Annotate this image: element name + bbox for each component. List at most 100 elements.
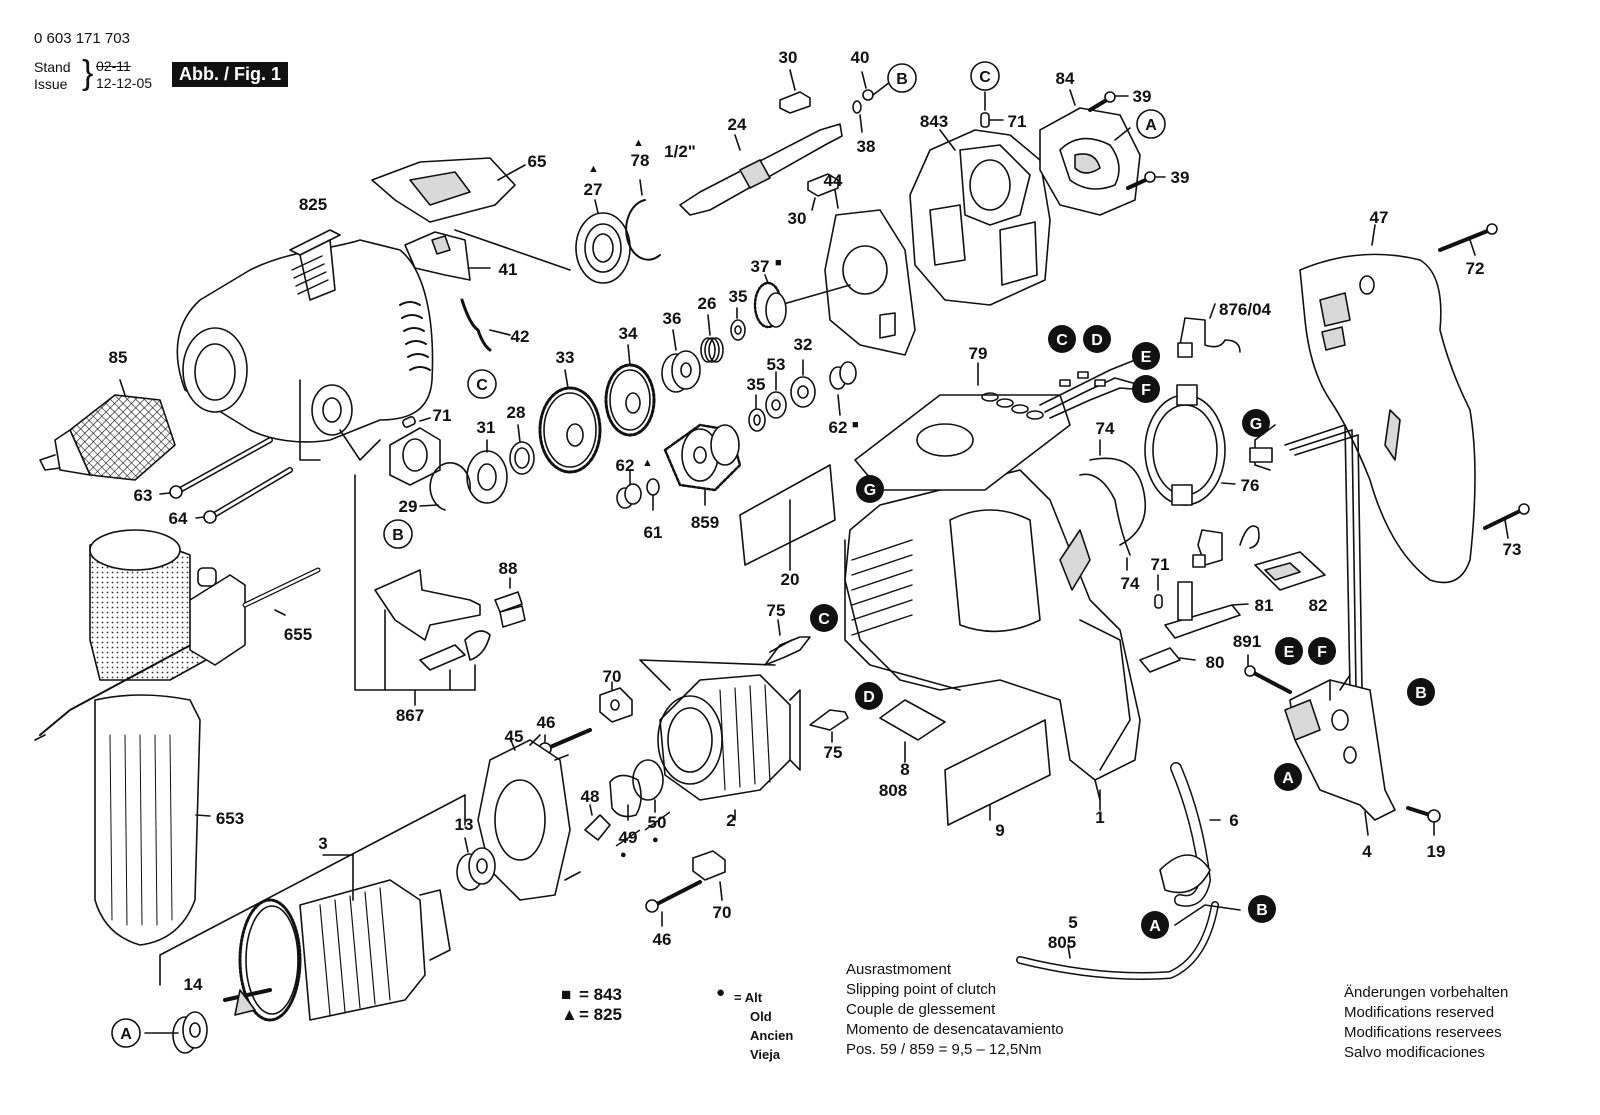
- ref-symbols: ■ ■ ▲ ▲ ▲ ● ●: [588, 137, 859, 861]
- issue-date: 12-12-05: [96, 75, 153, 91]
- clip-74-lower: [1079, 473, 1131, 571]
- strike-49-50: [615, 811, 671, 847]
- part-label: 62: [829, 418, 848, 437]
- part-label: 61: [644, 523, 663, 542]
- marker-b-filled: B: [1407, 678, 1435, 706]
- switch-part-88: [494, 577, 526, 628]
- part-label: 72: [1466, 259, 1485, 278]
- svg-text:D: D: [1091, 332, 1103, 349]
- motor-housing-1: [844, 469, 1141, 811]
- part-label: 82: [1309, 596, 1328, 615]
- part-label: 78: [631, 151, 650, 170]
- part-label: 64: [169, 509, 188, 528]
- triangle-symbol: ▲: [561, 1005, 578, 1024]
- triangle-marker: ▲: [642, 457, 653, 469]
- part-label: 37: [751, 257, 770, 276]
- label-20: [739, 464, 836, 571]
- top-cover-79: [854, 362, 1071, 491]
- part-label: 5: [1068, 913, 1077, 932]
- label-9: [944, 719, 1051, 826]
- part-label: 33: [556, 348, 575, 367]
- part-label: 71: [1008, 112, 1027, 131]
- svg-text:C: C: [476, 377, 488, 394]
- square-marker: ■: [852, 419, 859, 431]
- marker-c-open: C: [467, 369, 497, 399]
- modification-note: Änderungen vorbehalten Modifications res…: [1344, 983, 1508, 1063]
- brush-70-upper: [599, 681, 633, 723]
- clutch-gear-37: [753, 274, 787, 329]
- screw-63: [159, 437, 273, 499]
- gear-housing-825: [176, 229, 434, 461]
- svg-text:F: F: [1141, 382, 1151, 399]
- square-ref: = 843: [579, 985, 623, 1004]
- marker-f-filled: F: [1132, 375, 1160, 403]
- marker-g-filled: G: [1242, 409, 1270, 437]
- part-label: 76: [1241, 476, 1260, 495]
- washer-53: [765, 371, 787, 419]
- dot-symbol: ●: [716, 984, 726, 1001]
- svg-text:E: E: [1141, 349, 1152, 366]
- part-label: 30: [788, 209, 807, 228]
- legend-triangle: ▲= 825: [561, 1005, 622, 1025]
- alt-line: = Alt: [734, 990, 763, 1005]
- part-label: 31: [477, 418, 496, 437]
- handle-half-47: [1299, 224, 1476, 584]
- part-label: 653: [216, 809, 244, 828]
- part-label: 36: [663, 309, 682, 328]
- gear-34: [604, 344, 656, 437]
- part-label: 85: [109, 348, 128, 367]
- washer-35-lower: [748, 394, 766, 432]
- marker-g-filled: G: [856, 475, 884, 503]
- intermediate-plate-44: [779, 189, 916, 356]
- marker-d-filled: D: [1083, 325, 1111, 353]
- part-label: 9: [995, 821, 1004, 840]
- oring-38: [852, 100, 863, 133]
- svg-text:F: F: [1317, 644, 1327, 661]
- part-label: 73: [1503, 540, 1522, 559]
- ball-bearing-27: [454, 199, 631, 284]
- legend-square: ■= 843: [561, 985, 622, 1005]
- brush-holder-76: [1144, 384, 1236, 506]
- screw-39-upper: [1088, 91, 1129, 112]
- key-30-top: [779, 69, 811, 114]
- part-label: 3: [318, 834, 327, 853]
- gear-housing-843: [909, 129, 1051, 306]
- part-label: 71: [1151, 555, 1170, 574]
- note-line: Modifications reservees: [1344, 1024, 1502, 1041]
- clip-74-upper: [1089, 439, 1147, 546]
- svg-text:B: B: [1256, 902, 1268, 919]
- part-label: 84: [1056, 69, 1075, 88]
- part-label: 32: [794, 335, 813, 354]
- part-label: 62: [616, 456, 635, 475]
- screw-64: [195, 467, 293, 524]
- circlip-78: [625, 179, 661, 261]
- part-label: 35: [747, 375, 766, 394]
- marker-a-open: A: [111, 1018, 141, 1048]
- screw-19: [1406, 806, 1441, 836]
- screw-46-lower: [645, 880, 702, 927]
- svg-text:A: A: [120, 1026, 132, 1043]
- washer-28: [509, 424, 535, 475]
- issue-label: Issue: [34, 76, 68, 92]
- part-label: 74: [1096, 419, 1115, 438]
- washer-50: [632, 759, 664, 813]
- part-label: 805: [1048, 933, 1076, 952]
- part-label: 808: [879, 781, 907, 800]
- clutch-note: Ausrastmoment Slipping point of clutch C…: [846, 960, 1064, 1060]
- key-30-lower: [807, 173, 839, 211]
- switch-cover-65: [371, 157, 526, 223]
- clutch-line: Momento de desencatavamiento: [846, 1021, 1064, 1038]
- part-label: 63: [134, 486, 153, 505]
- slide-switch-41: [404, 231, 491, 281]
- part-label: 8: [900, 760, 909, 779]
- part-label: 6: [1229, 811, 1238, 830]
- note-line: Änderungen vorbehalten: [1344, 984, 1509, 1001]
- label-8: [879, 699, 946, 763]
- note-line: Modifications reserved: [1344, 1004, 1495, 1021]
- part-label: 859: [691, 513, 719, 532]
- svg-text:C: C: [818, 611, 830, 628]
- screw-39-lower: [1126, 171, 1166, 190]
- part-label: 88: [499, 559, 518, 578]
- clutch-line: Pos. 59 / 859 = 9,5 – 12,5Nm: [846, 1041, 1042, 1058]
- stand-label: Stand: [34, 59, 71, 75]
